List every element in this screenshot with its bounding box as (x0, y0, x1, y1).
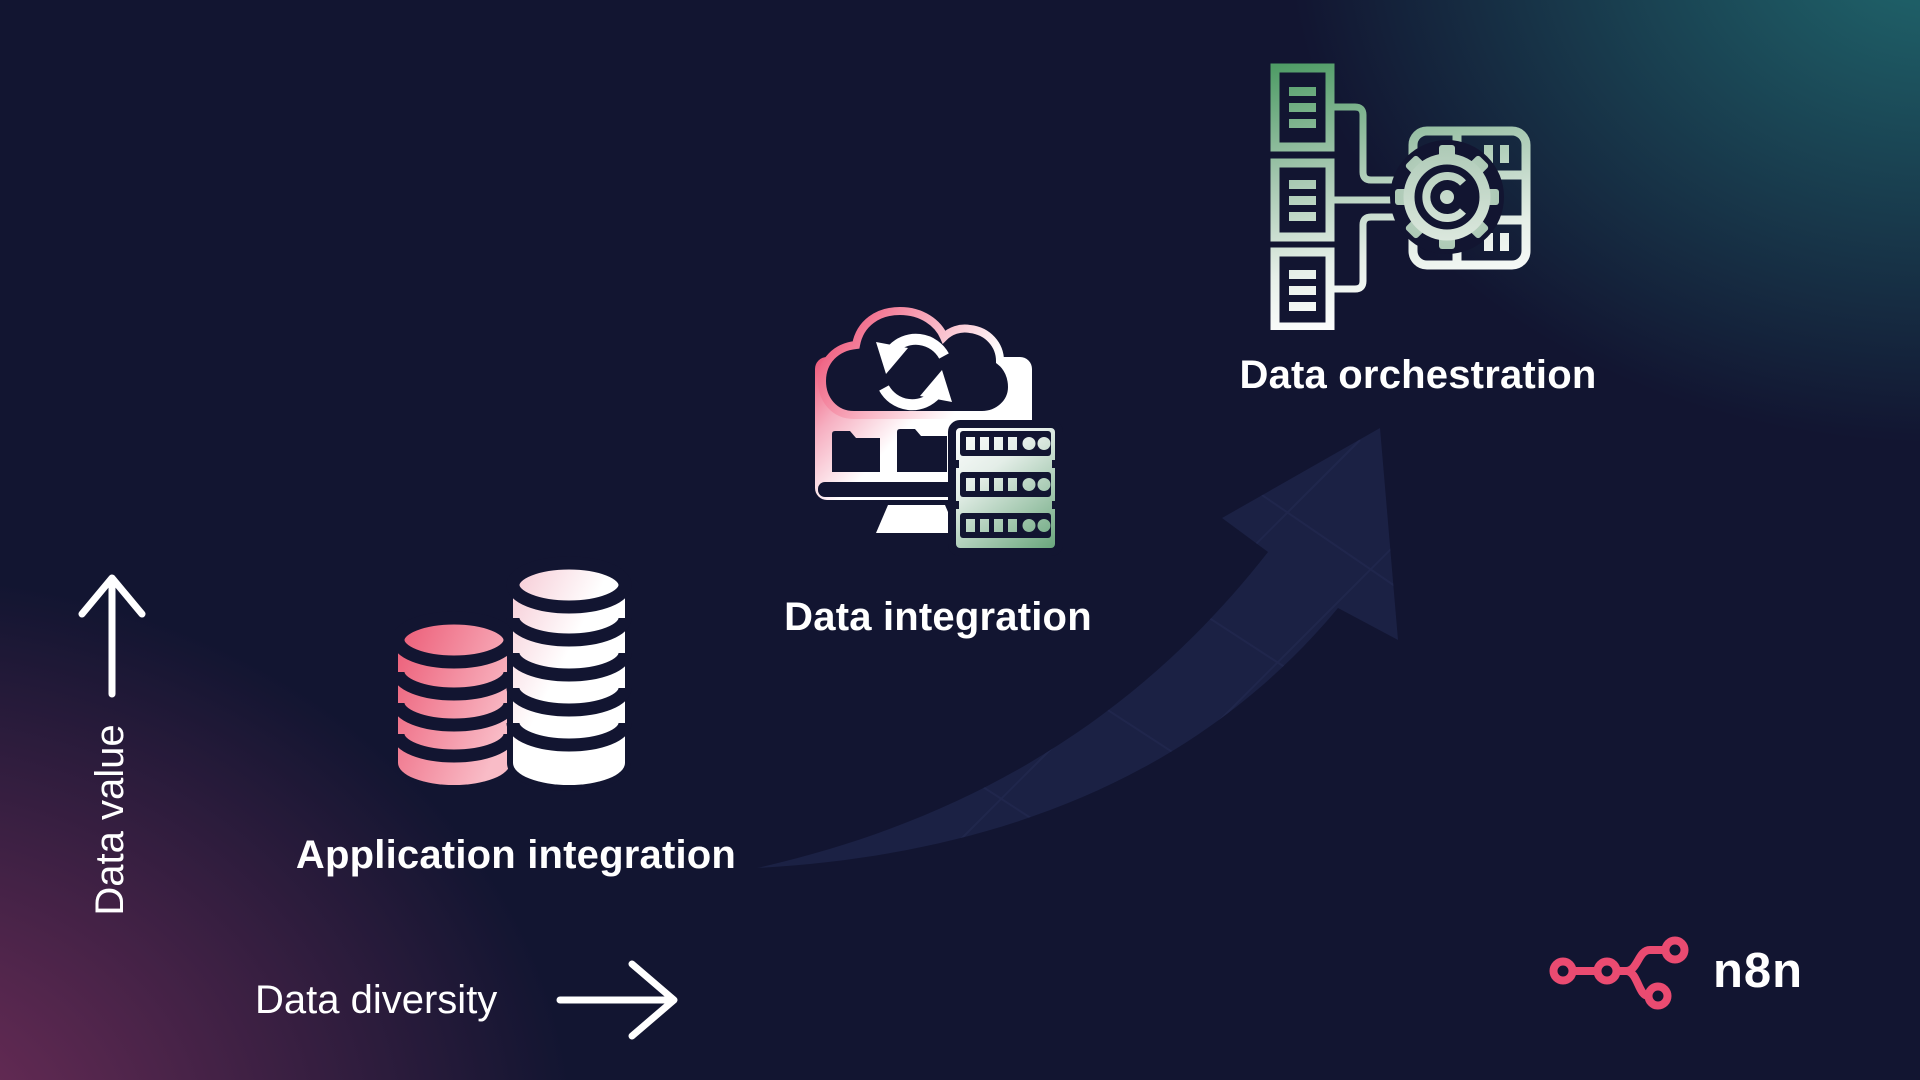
y-axis-arrow-icon (78, 574, 146, 698)
stage-label-application-integration: Application integration (295, 833, 737, 877)
sync-arrows-icon (876, 333, 952, 411)
stage-label-data-integration: Data integration (784, 595, 1092, 639)
y-axis-label: Data value (88, 724, 132, 916)
upward-trend-arrow (757, 428, 1398, 868)
x-axis-arrow-icon (556, 960, 678, 1040)
database-stack-icon (395, 556, 632, 791)
cloud-sync-servers-icon (815, 306, 1063, 556)
n8n-logo-text: n8n (1713, 944, 1804, 998)
x-axis-label: Data diversity (255, 978, 498, 1022)
gear-icon (1395, 145, 1499, 249)
documents-gear-server-icon (1270, 63, 1531, 330)
stage-label-data-orchestration: Data orchestration (1239, 353, 1597, 397)
n8n-node-graph-icon (1549, 936, 1689, 1010)
